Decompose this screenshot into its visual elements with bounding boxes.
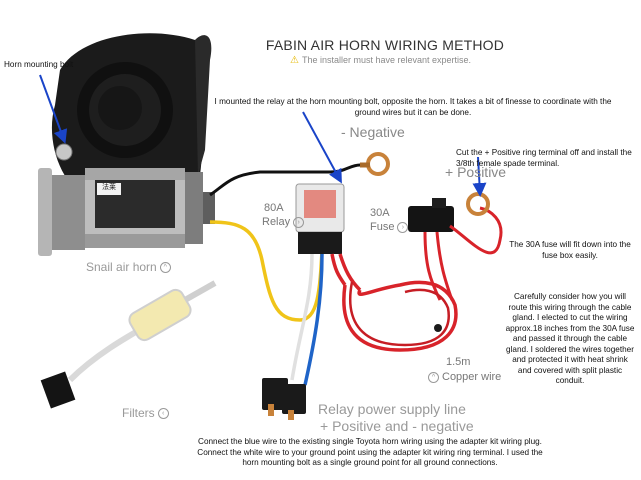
warning-icon: ⚠ — [290, 55, 299, 66]
note-horn-mounting-bolt: Horn mounting bolt — [4, 60, 74, 69]
label-positive: + Positive — [445, 164, 507, 180]
snail-horn-text: Snail air horn — [86, 260, 157, 274]
horn-brand-label: 法莱 — [102, 184, 116, 191]
compressor-body — [38, 168, 215, 256]
snail-horn-bell — [51, 33, 212, 207]
relay-supply-line-1: Relay power supply line — [318, 401, 466, 417]
label-copper-wire: 1.5m ^Copper wire — [428, 355, 501, 385]
red-wire-loop — [342, 280, 458, 352]
copper-wire-text: Copper wire — [442, 371, 502, 383]
label-negative: - Negative — [341, 124, 405, 140]
white-wire — [290, 253, 314, 381]
note-blue-wire: Connect the blue wire to the existing si… — [197, 437, 543, 467]
blue-wire — [303, 253, 324, 386]
note-ring-terminal: Cut the + Positive ring terminal off and… — [456, 148, 632, 168]
relay — [295, 183, 345, 254]
fuse-text: Fuse — [370, 221, 395, 233]
label-relay-power-supply: Relay power supply line + Positive and -… — [318, 401, 474, 435]
label-relay: 80A Relay› — [262, 201, 305, 229]
note-fuse-fit: The 30A fuse will fit down into the fuse… — [509, 240, 631, 260]
mounting-bolt — [55, 143, 73, 161]
chevron-right-icon: › — [397, 221, 409, 233]
fuse-amp: 30A — [370, 207, 390, 219]
label-filters: Filters‹ — [122, 406, 169, 420]
yellow-wire — [209, 220, 324, 322]
arrow-ring-terminal — [472, 156, 487, 197]
relay-text: Relay — [262, 216, 291, 228]
warning-label: The installer must have relevant experti… — [301, 55, 472, 65]
adapter-plug-1 — [262, 378, 288, 416]
page-title: FABIN AIR HORN WIRING METHOD — [265, 37, 505, 53]
label-snail-horn: Snail air horn^ — [86, 260, 171, 274]
inline-filter — [40, 280, 217, 409]
arrow-relay — [302, 111, 342, 184]
chevron-right-icon: › — [293, 216, 305, 228]
chevron-left-icon: ‹ — [157, 408, 169, 420]
positive-red-wire — [449, 206, 503, 255]
fuse-holder — [408, 198, 454, 232]
black-wire — [209, 163, 361, 197]
arrow-mounting-bolt — [39, 74, 68, 144]
relay-red-wire — [330, 253, 347, 287]
relay-supply-line-2: + Positive and - negative — [320, 418, 474, 434]
filters-text: Filters — [122, 406, 155, 420]
adapter-plug-2 — [282, 384, 306, 420]
chevron-up-icon: ^ — [159, 262, 171, 274]
warning-text: ⚠The installer must have relevant expert… — [290, 55, 520, 66]
note-routing: Carefully consider how you will route th… — [505, 292, 635, 385]
relay-amp: 80A — [264, 202, 284, 214]
label-fuse: 30A Fuse› — [370, 206, 409, 234]
positive-ring-terminal — [466, 192, 490, 216]
negative-ring-terminal — [360, 152, 390, 176]
chevron-up-icon: ^ — [428, 371, 439, 383]
length-text: 1.5m — [446, 356, 471, 368]
note-relay-mount: I mounted the relay at the horn mounting… — [214, 97, 612, 117]
